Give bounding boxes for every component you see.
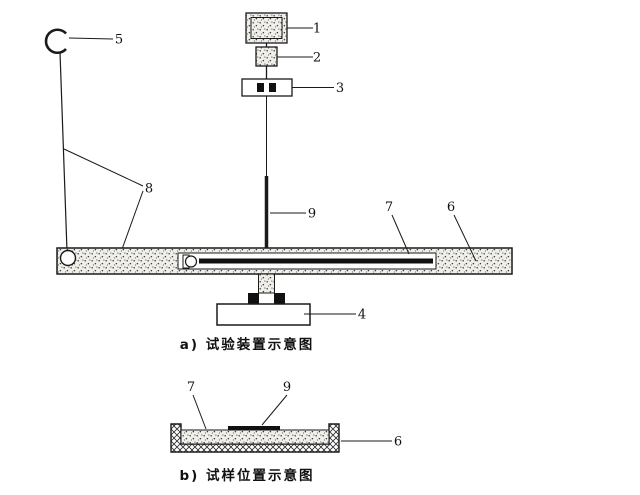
part-8-cord — [59, 51, 68, 252]
part-4-base — [216, 303, 311, 326]
part-5-label: 5 — [115, 33, 123, 48]
part-7-leader — [391, 214, 410, 255]
part-7-sample-strip — [199, 258, 433, 264]
part-9-leader-b — [261, 394, 288, 426]
apparatus-caption: a) 试验装置示意图 — [180, 336, 314, 353]
part-2-box — [255, 46, 278, 67]
pedestal-block-right — [274, 293, 285, 304]
pedestal-stem — [258, 273, 275, 294]
part-6-label-b: 6 — [394, 435, 402, 450]
part-4-label: 4 — [358, 308, 366, 323]
part-8-leader-lower — [120, 190, 144, 253]
part-5-leader — [68, 37, 114, 40]
part-3-label: 3 — [336, 81, 344, 96]
beam-end-ring — [59, 249, 77, 267]
part-1-label: 1 — [313, 22, 321, 37]
part-9-label: 9 — [308, 207, 316, 222]
part-8-label: 8 — [145, 182, 153, 197]
part-3-clamp — [241, 78, 293, 97]
apparatus-diagram: 1 2 3 4 5 6 7 8 9 a) 试验装置示意图 — [44, 12, 513, 353]
part-2-label: 2 — [313, 51, 321, 66]
part-7-label: 7 — [385, 200, 393, 215]
part-9-label-b: 9 — [283, 380, 291, 395]
sample-connector-ball — [184, 255, 198, 268]
sample-position-caption: b) 试样位置示意图 — [179, 467, 314, 484]
sample-position-diagram: 7 9 6 b) 试样位置示意图 — [170, 380, 402, 484]
part-7-material — [180, 429, 330, 445]
part-9-strip — [228, 426, 280, 431]
part-6-label: 6 — [447, 200, 455, 215]
part-7-label-b: 7 — [187, 380, 195, 395]
part-1-box-inner — [250, 17, 283, 39]
part-6-leader — [453, 214, 477, 262]
pedestal-block-left — [248, 293, 259, 304]
part-3-jaw-right — [269, 83, 276, 92]
part-7-leader-b — [192, 394, 207, 430]
part-3-jaw-left — [257, 83, 264, 92]
part-8-leader-upper — [63, 148, 144, 187]
